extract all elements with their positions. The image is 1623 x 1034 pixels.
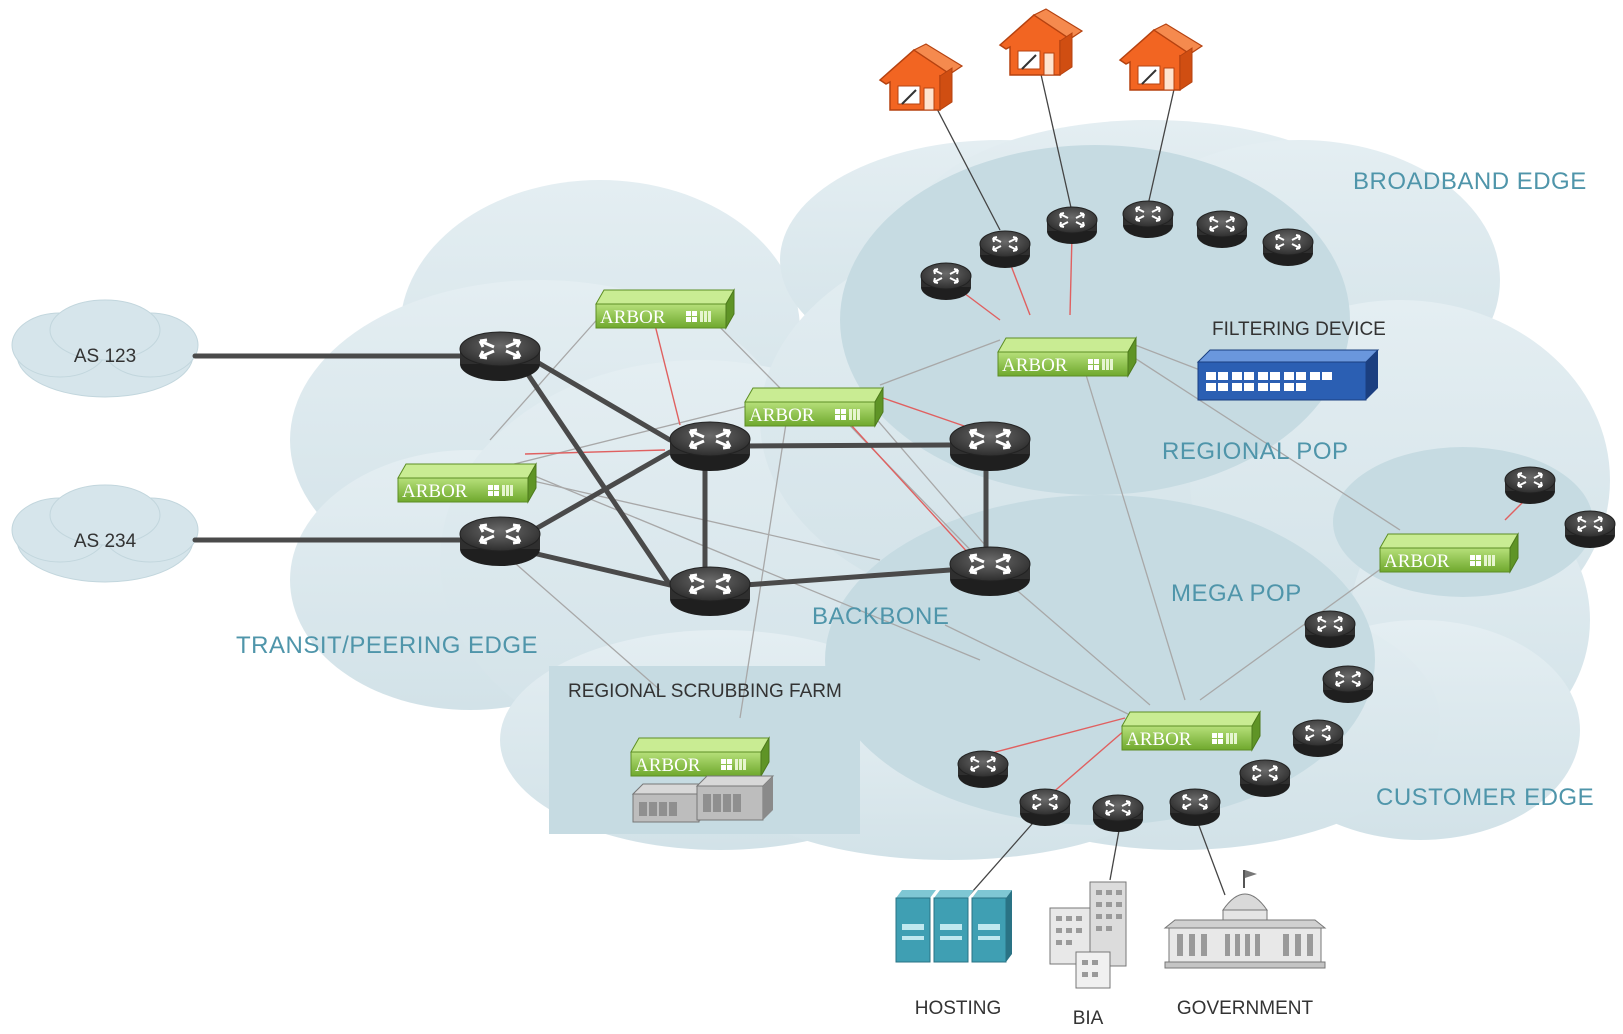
filtering-device-icon bbox=[1196, 349, 1380, 401]
broadband-edge-label: BROADBAND EDGE bbox=[1353, 168, 1587, 195]
as234-label: AS 234 bbox=[74, 531, 137, 552]
bia-buildings-icon bbox=[1049, 881, 1127, 989]
thin-links bbox=[489, 304, 1401, 719]
thick-links bbox=[192, 352, 989, 588]
arbor-label: ARBOR bbox=[1126, 729, 1192, 750]
arbor-device: ARBOR bbox=[397, 463, 537, 503]
arbor-device: ARBOR bbox=[595, 289, 735, 329]
as234-cloud bbox=[11, 484, 199, 583]
arbor-label: ARBOR bbox=[1384, 551, 1450, 572]
hosting-label: HOSTING bbox=[915, 998, 1002, 1019]
mega-pop-label: MEGA POP bbox=[1171, 580, 1302, 607]
arbor-label: ARBOR bbox=[600, 307, 666, 328]
arbor-label: ARBOR bbox=[1002, 355, 1068, 376]
bia-label: BIA bbox=[1073, 1008, 1104, 1029]
arbor-label: ARBOR bbox=[749, 405, 815, 426]
house-icon bbox=[1119, 23, 1203, 91]
dark-links bbox=[934, 69, 1226, 901]
customer-edge-label: CUSTOMER EDGE bbox=[1376, 784, 1594, 811]
arbor-device: ARBOR bbox=[630, 737, 770, 777]
scrubbing-server-icon bbox=[695, 775, 775, 821]
backbone-label: BACKBONE bbox=[812, 603, 949, 630]
arbor-label: ARBOR bbox=[635, 755, 701, 776]
regional-pop-label: REGIONAL POP bbox=[1162, 438, 1349, 465]
government-building-icon bbox=[1163, 870, 1327, 969]
as123-label: AS 123 bbox=[74, 346, 136, 367]
as123-cloud bbox=[11, 299, 199, 398]
arbor-device: ARBOR bbox=[997, 337, 1137, 377]
scrubbing-server-icon bbox=[631, 783, 711, 823]
mega-pop-zone bbox=[825, 495, 1375, 825]
hosting-servers-icon bbox=[895, 890, 1012, 963]
scrubbing-farm-label: REGIONAL SCRUBBING FARM bbox=[568, 681, 842, 702]
arbor-device: ARBOR bbox=[1379, 533, 1519, 573]
arbor-device: ARBOR bbox=[1121, 711, 1261, 751]
house-icon bbox=[879, 43, 963, 111]
transit-peering-edge-label: TRANSIT/PEERING EDGE bbox=[236, 632, 538, 659]
arbor-label: ARBOR bbox=[402, 481, 468, 502]
filtering-device-label: FILTERING DEVICE bbox=[1212, 319, 1386, 340]
government-label: GOVERNMENT bbox=[1177, 998, 1314, 1019]
house-icon bbox=[999, 8, 1083, 76]
arbor-device: ARBOR bbox=[744, 387, 884, 427]
